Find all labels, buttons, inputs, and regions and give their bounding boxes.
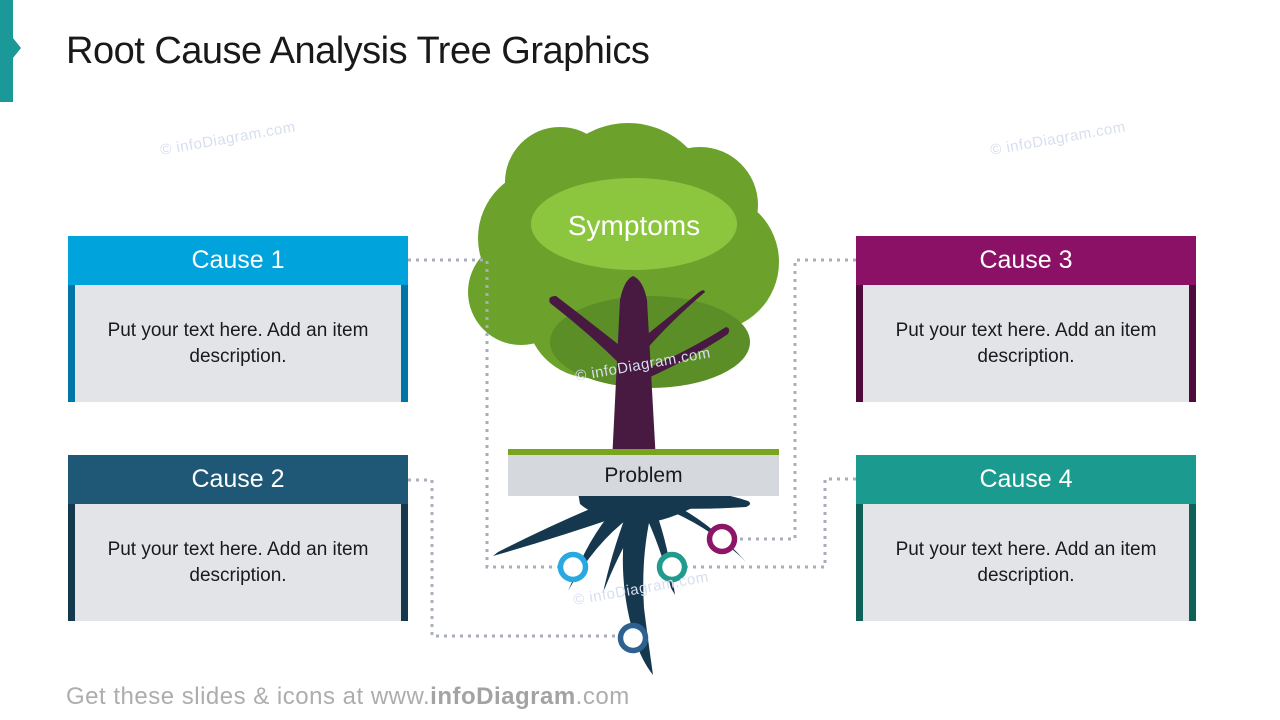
symptoms-ellipse xyxy=(531,178,737,270)
problem-label: Problem xyxy=(508,455,779,496)
footer-suffix: .com xyxy=(575,683,630,710)
cause-3-body: Put your text here. Add an item descript… xyxy=(856,285,1196,402)
cause-4-box: Cause 4 Put your text here. Add an item … xyxy=(856,455,1196,621)
tree-graphic: Symptoms xyxy=(468,123,779,675)
soil-bar xyxy=(508,449,779,455)
slide-title: Root Cause Analysis Tree Graphics xyxy=(66,30,650,72)
cause-3-header: Cause 3 xyxy=(856,236,1196,285)
cause-2-box: Cause 2 Put your text here. Add an item … xyxy=(68,455,408,621)
cause-1-header: Cause 1 xyxy=(68,236,408,285)
accent-chevron-icon xyxy=(0,0,21,102)
cause-2-header: Cause 2 xyxy=(68,455,408,504)
cause-1-description: Put your text here. Add an item descript… xyxy=(107,319,369,367)
cause-1-body: Put your text here. Add an item descript… xyxy=(68,285,408,402)
cause-1-box: Cause 1 Put your text here. Add an item … xyxy=(68,236,408,402)
cause-3-description: Put your text here. Add an item descript… xyxy=(895,319,1157,367)
accent-chevron-shape xyxy=(0,0,21,102)
cause-4-header: Cause 4 xyxy=(856,455,1196,504)
cause-2-body: Put your text here. Add an item descript… xyxy=(68,504,408,621)
cause-4-description: Put your text here. Add an item descript… xyxy=(895,538,1157,586)
cause-2-description: Put your text here. Add an item descript… xyxy=(107,538,369,586)
footer-brand: infoDiagram xyxy=(430,683,576,710)
tree-trunk xyxy=(549,276,730,462)
watermark: © infoDiagram.com xyxy=(159,118,298,159)
footer: Get these slides & icons at www.infoDiag… xyxy=(66,683,630,711)
cause-4-body: Put your text here. Add an item descript… xyxy=(856,504,1196,621)
problem-box: Problem xyxy=(508,449,779,496)
symptoms-label: Symptoms xyxy=(568,210,700,241)
cause-3-box: Cause 3 Put your text here. Add an item … xyxy=(856,236,1196,402)
footer-prefix: Get these slides & icons at www. xyxy=(66,683,431,710)
watermark: © infoDiagram.com xyxy=(989,118,1128,159)
